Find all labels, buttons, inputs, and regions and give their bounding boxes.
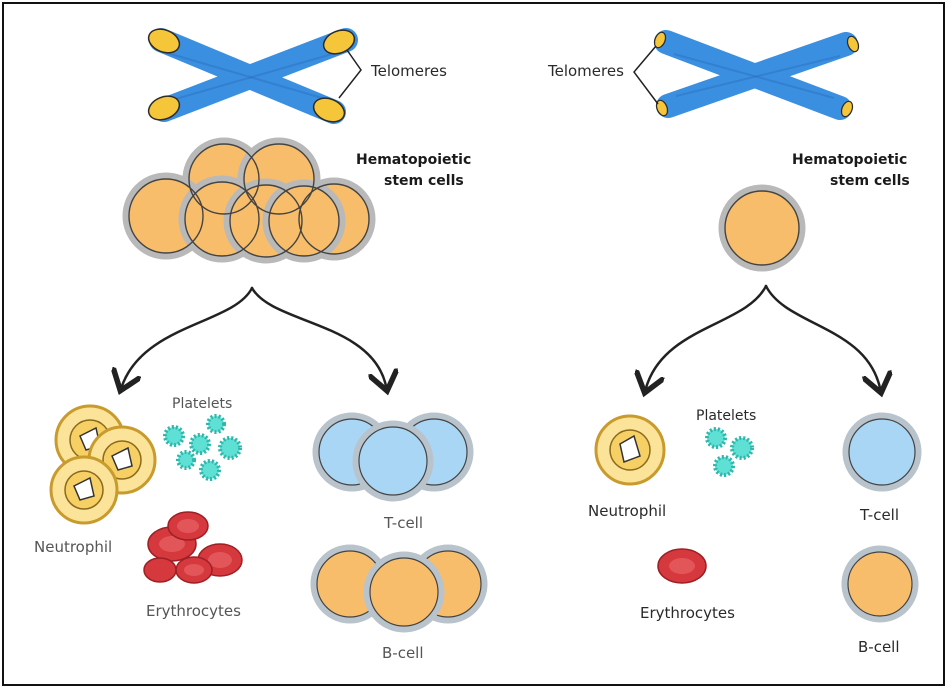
- left-platelets: [163, 414, 242, 481]
- left-bcell-label: B-cell: [382, 644, 424, 662]
- right-stem-label-line1: Hematopoietic: [792, 152, 907, 168]
- left-tcell-label: T-cell: [383, 514, 423, 532]
- left-tcells: [312, 412, 474, 502]
- right-neutrophil: [594, 414, 666, 486]
- left-erythrocytes: [143, 511, 243, 584]
- right-erythrocytes-label: Erythrocytes: [640, 604, 735, 622]
- left-chromosome: [147, 28, 362, 124]
- right-telomere-tl: [653, 31, 667, 49]
- left-telomere-bl: [147, 95, 181, 121]
- left-branch-arrows: [122, 286, 386, 386]
- left-stem-label-line1: Hematopoietic: [356, 152, 471, 168]
- right-panel: Telomeres Hematopoietic stem cells Neutr…: [547, 30, 922, 656]
- left-platelets-label: Platelets: [172, 396, 232, 412]
- left-neutrophil-label: Neutrophil: [34, 538, 112, 556]
- right-erythrocyte: [657, 548, 707, 584]
- right-branch-arrows: [646, 284, 880, 388]
- neutrophil-cell: [49, 455, 119, 525]
- right-bcell: [841, 545, 919, 623]
- right-bcell-label: B-cell: [858, 638, 900, 656]
- left-telomere-tr: [322, 29, 356, 55]
- right-stem-label-line2: stem cells: [830, 173, 910, 189]
- right-stem-cell: [718, 184, 806, 272]
- left-neutrophils: [49, 404, 157, 525]
- left-stem-label-line2: stem cells: [384, 173, 464, 189]
- right-telomere-tr: [846, 35, 860, 53]
- right-platelets-label: Platelets: [696, 408, 756, 424]
- left-telomere-tl: [147, 28, 181, 54]
- left-erythrocytes-label: Erythrocytes: [146, 602, 241, 620]
- left-bcells: [310, 544, 488, 633]
- left-panel: Telomeres Hematopoietic stem cells: [34, 28, 488, 662]
- left-telomeres-label: Telomeres: [370, 62, 447, 80]
- left-telomere-br: [312, 97, 346, 123]
- right-telomere-br: [840, 100, 854, 118]
- diagram-canvas: Telomeres Hematopoietic stem cells: [34, 28, 922, 662]
- right-chromosome: [633, 30, 860, 120]
- right-telomeres-label: Telomeres: [547, 62, 624, 80]
- right-telomere-bl: [655, 99, 669, 117]
- right-tcell-label: T-cell: [859, 506, 899, 524]
- right-platelets: [705, 427, 754, 477]
- right-neutrophil-label: Neutrophil: [588, 502, 666, 520]
- left-stem-cells: [122, 137, 376, 264]
- right-tcell: [842, 412, 922, 492]
